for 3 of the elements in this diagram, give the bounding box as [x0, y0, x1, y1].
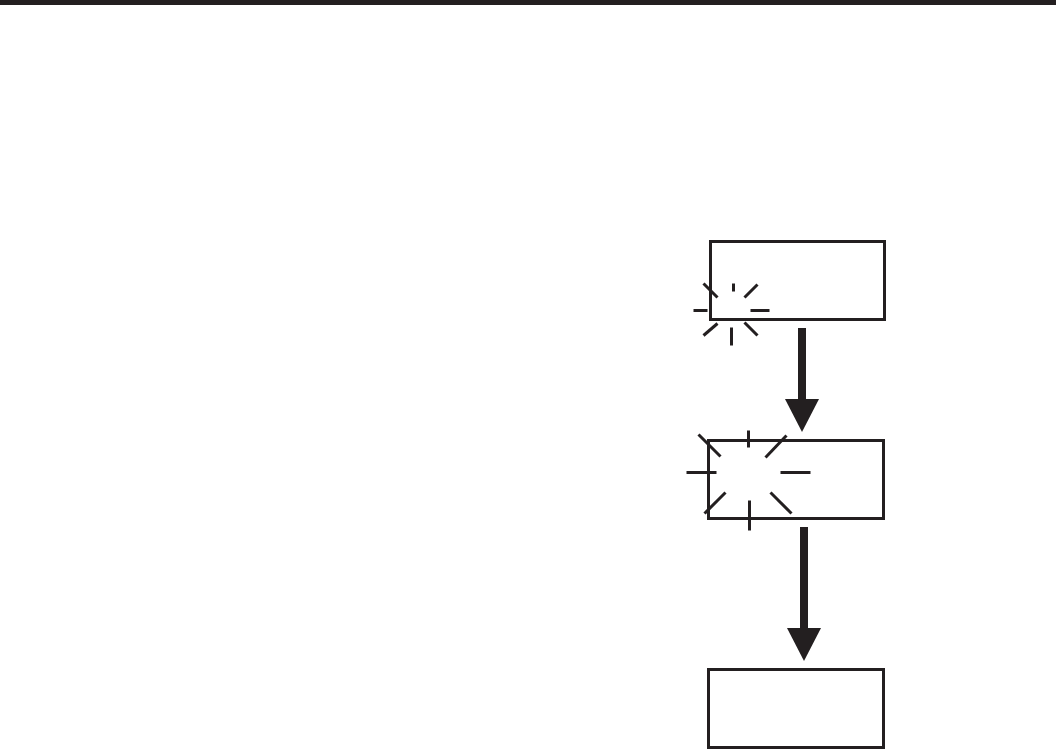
empty-box [709, 240, 886, 321]
empty-box [707, 668, 885, 749]
empty-box [707, 439, 885, 520]
